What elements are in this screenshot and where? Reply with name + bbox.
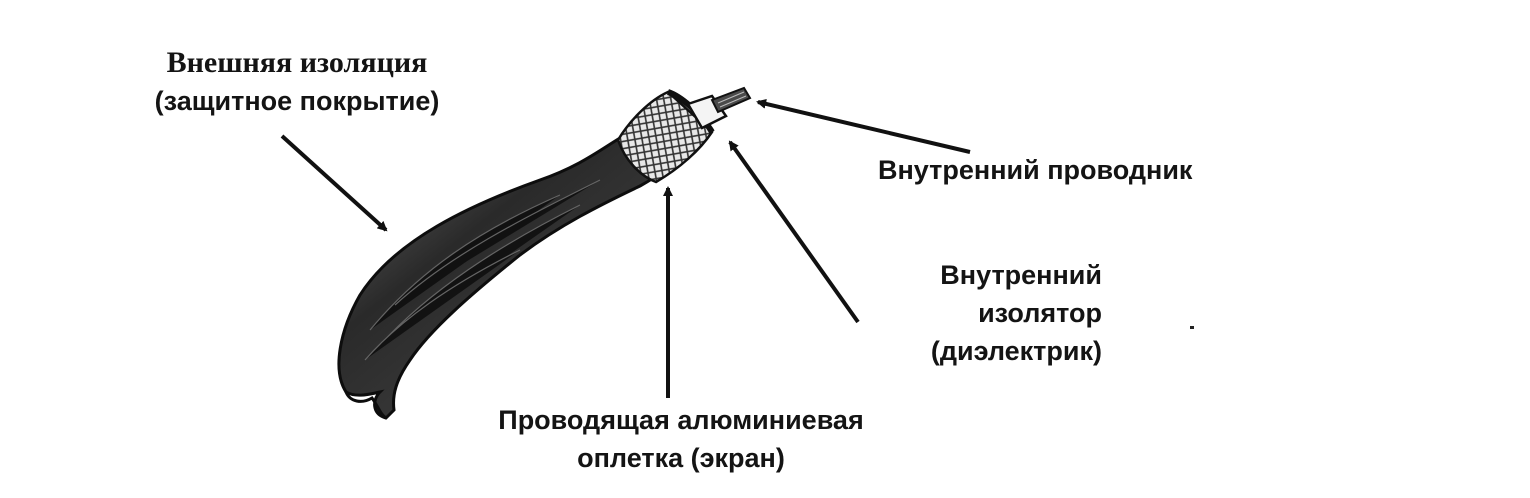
jacket-end-curl xyxy=(344,391,387,420)
arrow-outer-insulation xyxy=(280,134,388,232)
inner-conductor-shape xyxy=(710,86,752,114)
label-outer-insulation-line2: (защитное покрытие) xyxy=(154,86,440,116)
label-inner-insulator-line1: Внутренний xyxy=(940,260,1102,290)
arrow-inner-conductor xyxy=(756,98,971,154)
label-braid: Проводящая алюминиевая оплетка (экран) xyxy=(440,401,922,477)
conductor-strands xyxy=(717,91,747,108)
label-outer-insulation: Внешняя изоляция (защитное покрытие) xyxy=(118,44,476,120)
label-inner-conductor: Внутренний проводник xyxy=(878,151,1192,189)
label-inner-conductor-line1: Внутренний проводник xyxy=(878,155,1193,185)
label-braid-line2: оплетка (экран) xyxy=(577,443,785,473)
label-inner-insulator-line2: изолятор xyxy=(978,298,1102,328)
label-outer-insulation-line1: Внешняя изоляция xyxy=(166,46,428,79)
arrow-inner-insulator xyxy=(728,140,860,324)
scan-speck xyxy=(1190,326,1194,329)
label-braid-line1: Проводящая алюминиевая xyxy=(498,405,864,435)
label-inner-insulator-line3: (диэлектрик) xyxy=(930,336,1102,366)
outer-jacket-shape xyxy=(337,136,704,420)
braid-shield-shape xyxy=(616,90,714,184)
label-inner-insulator: Внутренний изолятор (диэлектрик) xyxy=(880,256,1102,370)
jacket-texture xyxy=(364,179,601,361)
